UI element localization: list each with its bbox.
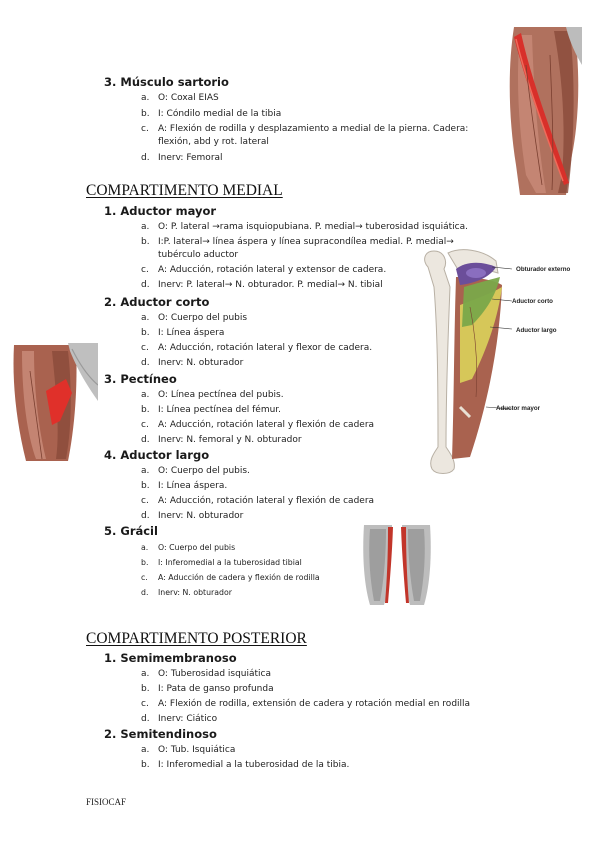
list-item: c.A: Aducción de cadera y flexión de rod… <box>141 573 320 582</box>
list-item: a.O: Cuerpo del pubis <box>141 543 236 552</box>
list-item: a.O: Cuerpo del pubis <box>141 313 248 323</box>
list-item: c.A: Aducción, rotación lateral y flexió… <box>141 496 375 506</box>
list-item: d.Inerv: N. obturador <box>141 358 244 368</box>
label-aductor-largo: Aductor largo <box>516 327 557 334</box>
list-item: b.I:P. lateral→ línea áspera y línea sup… <box>141 237 454 247</box>
list-item: b.I: Inferomedial a la tuberosidad tibia… <box>141 558 302 567</box>
list-item: d.Inerv: N. obturador <box>141 588 232 597</box>
list-item: c.A: Aducción, rotación lateral y flexió… <box>141 420 375 430</box>
section-heading-posterior: COMPARTIMENTO POSTERIOR <box>86 630 307 647</box>
list-item: c.A: Aducción, rotación lateral y flexor… <box>141 343 373 353</box>
label-obturador-externo: Obturador externo <box>516 266 571 273</box>
sartorius-thigh-image <box>506 25 582 198</box>
page-footer: FISIOCAF <box>86 797 127 807</box>
section-title-semitendinoso: 2. Semitendinoso <box>104 727 217 741</box>
list-item: c.A: Aducción, rotación lateral y extens… <box>141 265 387 275</box>
gracilis-legs-image <box>360 525 434 605</box>
list-item: a.O: Línea pectínea del pubis. <box>141 390 284 400</box>
list-item: b.I: Línea áspera. <box>141 481 228 491</box>
list-item: a.O: Coxal EIAS <box>141 93 219 103</box>
list-item: b.I: Cóndilo medial de la tibia <box>141 109 282 119</box>
list-item: b.I: Línea áspera <box>141 328 225 338</box>
label-aductor-mayor: Aductor mayor <box>496 405 541 412</box>
section-heading-medial: COMPARTIMENTO MEDIAL <box>86 182 283 199</box>
section-title-aductor-mayor: 1. Aductor mayor <box>104 204 217 218</box>
list-item: b.I: Pata de ganso profunda <box>141 684 274 694</box>
list-item: d.Inerv: P. lateral→ N. obturador. P. me… <box>141 280 383 290</box>
list-item: a.O: Tub. Isquiática <box>141 745 236 755</box>
section-title-aductor-largo: 4. Aductor largo <box>104 448 210 462</box>
list-item: b.I: Línea pectínea del fémur. <box>141 405 282 415</box>
list-item: a.O: P. lateral →rama isquiopubiana. P. … <box>141 222 468 232</box>
list-item-continuation: tubérculo aductor <box>158 250 239 260</box>
section-title-semimembranoso: 1. Semimembranoso <box>104 651 237 665</box>
list-item: a.O: Cuerpo del pubis. <box>141 466 250 476</box>
section-title-sartorio: 3. Músculo sartorio <box>104 75 229 89</box>
list-item: d.Inerv: N. obturador <box>141 511 244 521</box>
label-aductor-corto: Aductor corto <box>512 298 553 305</box>
adductor-diagram-image <box>420 247 512 477</box>
list-item: d.Inerv: Femoral <box>141 153 223 163</box>
list-item: d.Inerv: N. femoral y N. obturador <box>141 435 302 445</box>
adductor-brevis-thigh-image <box>12 341 98 464</box>
section-title-pectineo: 3. Pectíneo <box>104 372 177 386</box>
list-item: b.I: Inferomedial a la tuberosidad de la… <box>141 760 350 770</box>
list-item: c.A: Flexión de rodilla y desplazamiento… <box>141 124 469 134</box>
section-title-gracil: 5. Grácil <box>104 524 158 538</box>
list-item: c.A: Flexión de rodilla, extensión de ca… <box>141 699 471 709</box>
section-title-aductor-corto: 2. Aductor corto <box>104 295 210 309</box>
list-item: d.Inerv: Ciático <box>141 714 218 724</box>
list-item: a.O: Tuberosidad isquiática <box>141 669 272 679</box>
list-item-continuation: flexión, abd y rot. lateral <box>158 137 269 147</box>
